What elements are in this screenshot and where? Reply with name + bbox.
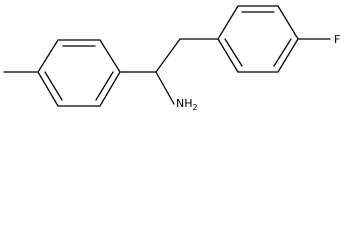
amine-label: NH2 xyxy=(176,97,198,112)
bond xyxy=(37,71,59,107)
structure-canvas: NH2 F xyxy=(0,0,350,118)
bond xyxy=(37,39,59,73)
double-bond-inner xyxy=(95,71,114,101)
molecule-structure: NH2 F xyxy=(3,5,340,112)
double-bond-inner xyxy=(44,71,63,101)
double-bond-inner xyxy=(224,38,243,67)
ch-to-ch2-bond xyxy=(155,38,181,73)
bond xyxy=(99,39,121,73)
fluorophenyl-ring xyxy=(217,5,299,73)
bond xyxy=(217,5,239,40)
bond xyxy=(277,38,299,73)
bond xyxy=(277,5,299,40)
tolyl-ring xyxy=(37,39,121,107)
bond xyxy=(99,71,121,107)
bond xyxy=(217,38,239,73)
double-bond-inner xyxy=(273,38,292,67)
fluorine-label: F xyxy=(334,33,340,46)
ch-to-nh2-bond xyxy=(155,71,175,105)
